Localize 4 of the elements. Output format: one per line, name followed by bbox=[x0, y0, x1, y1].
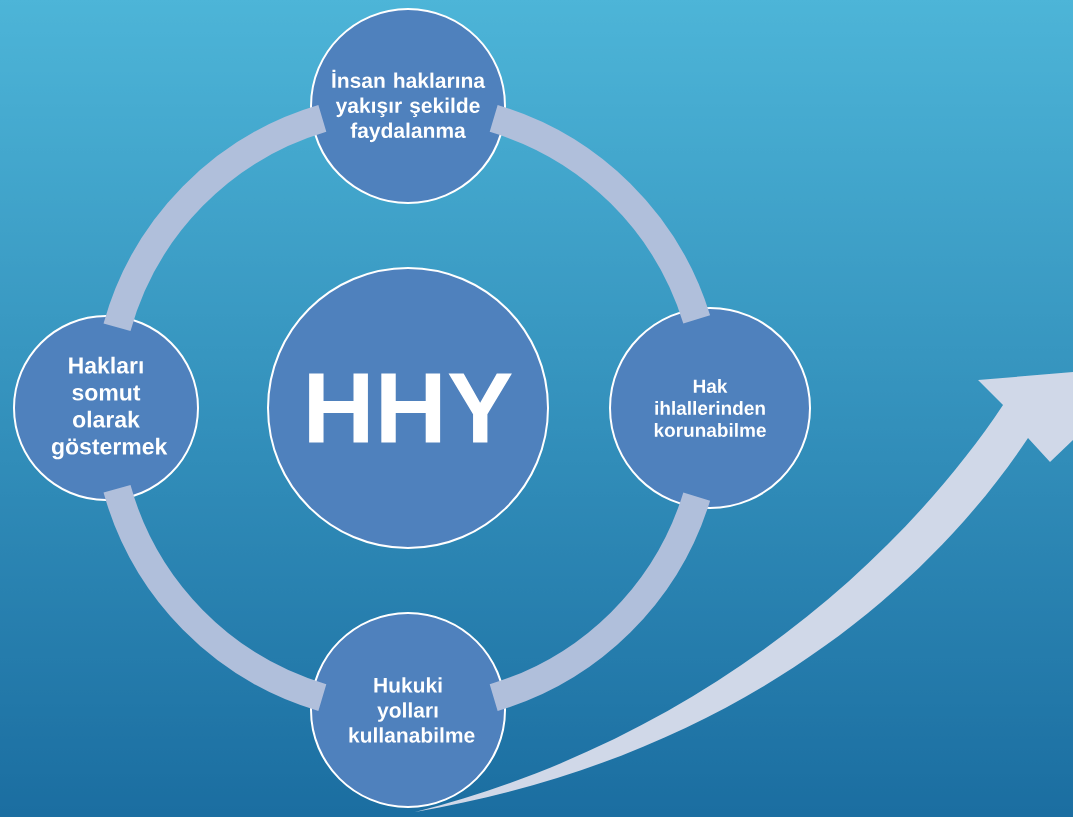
ring-arc bbox=[489, 105, 710, 325]
ring-arc bbox=[103, 105, 327, 332]
ring-arc bbox=[489, 491, 710, 711]
ring-arc bbox=[103, 484, 327, 711]
